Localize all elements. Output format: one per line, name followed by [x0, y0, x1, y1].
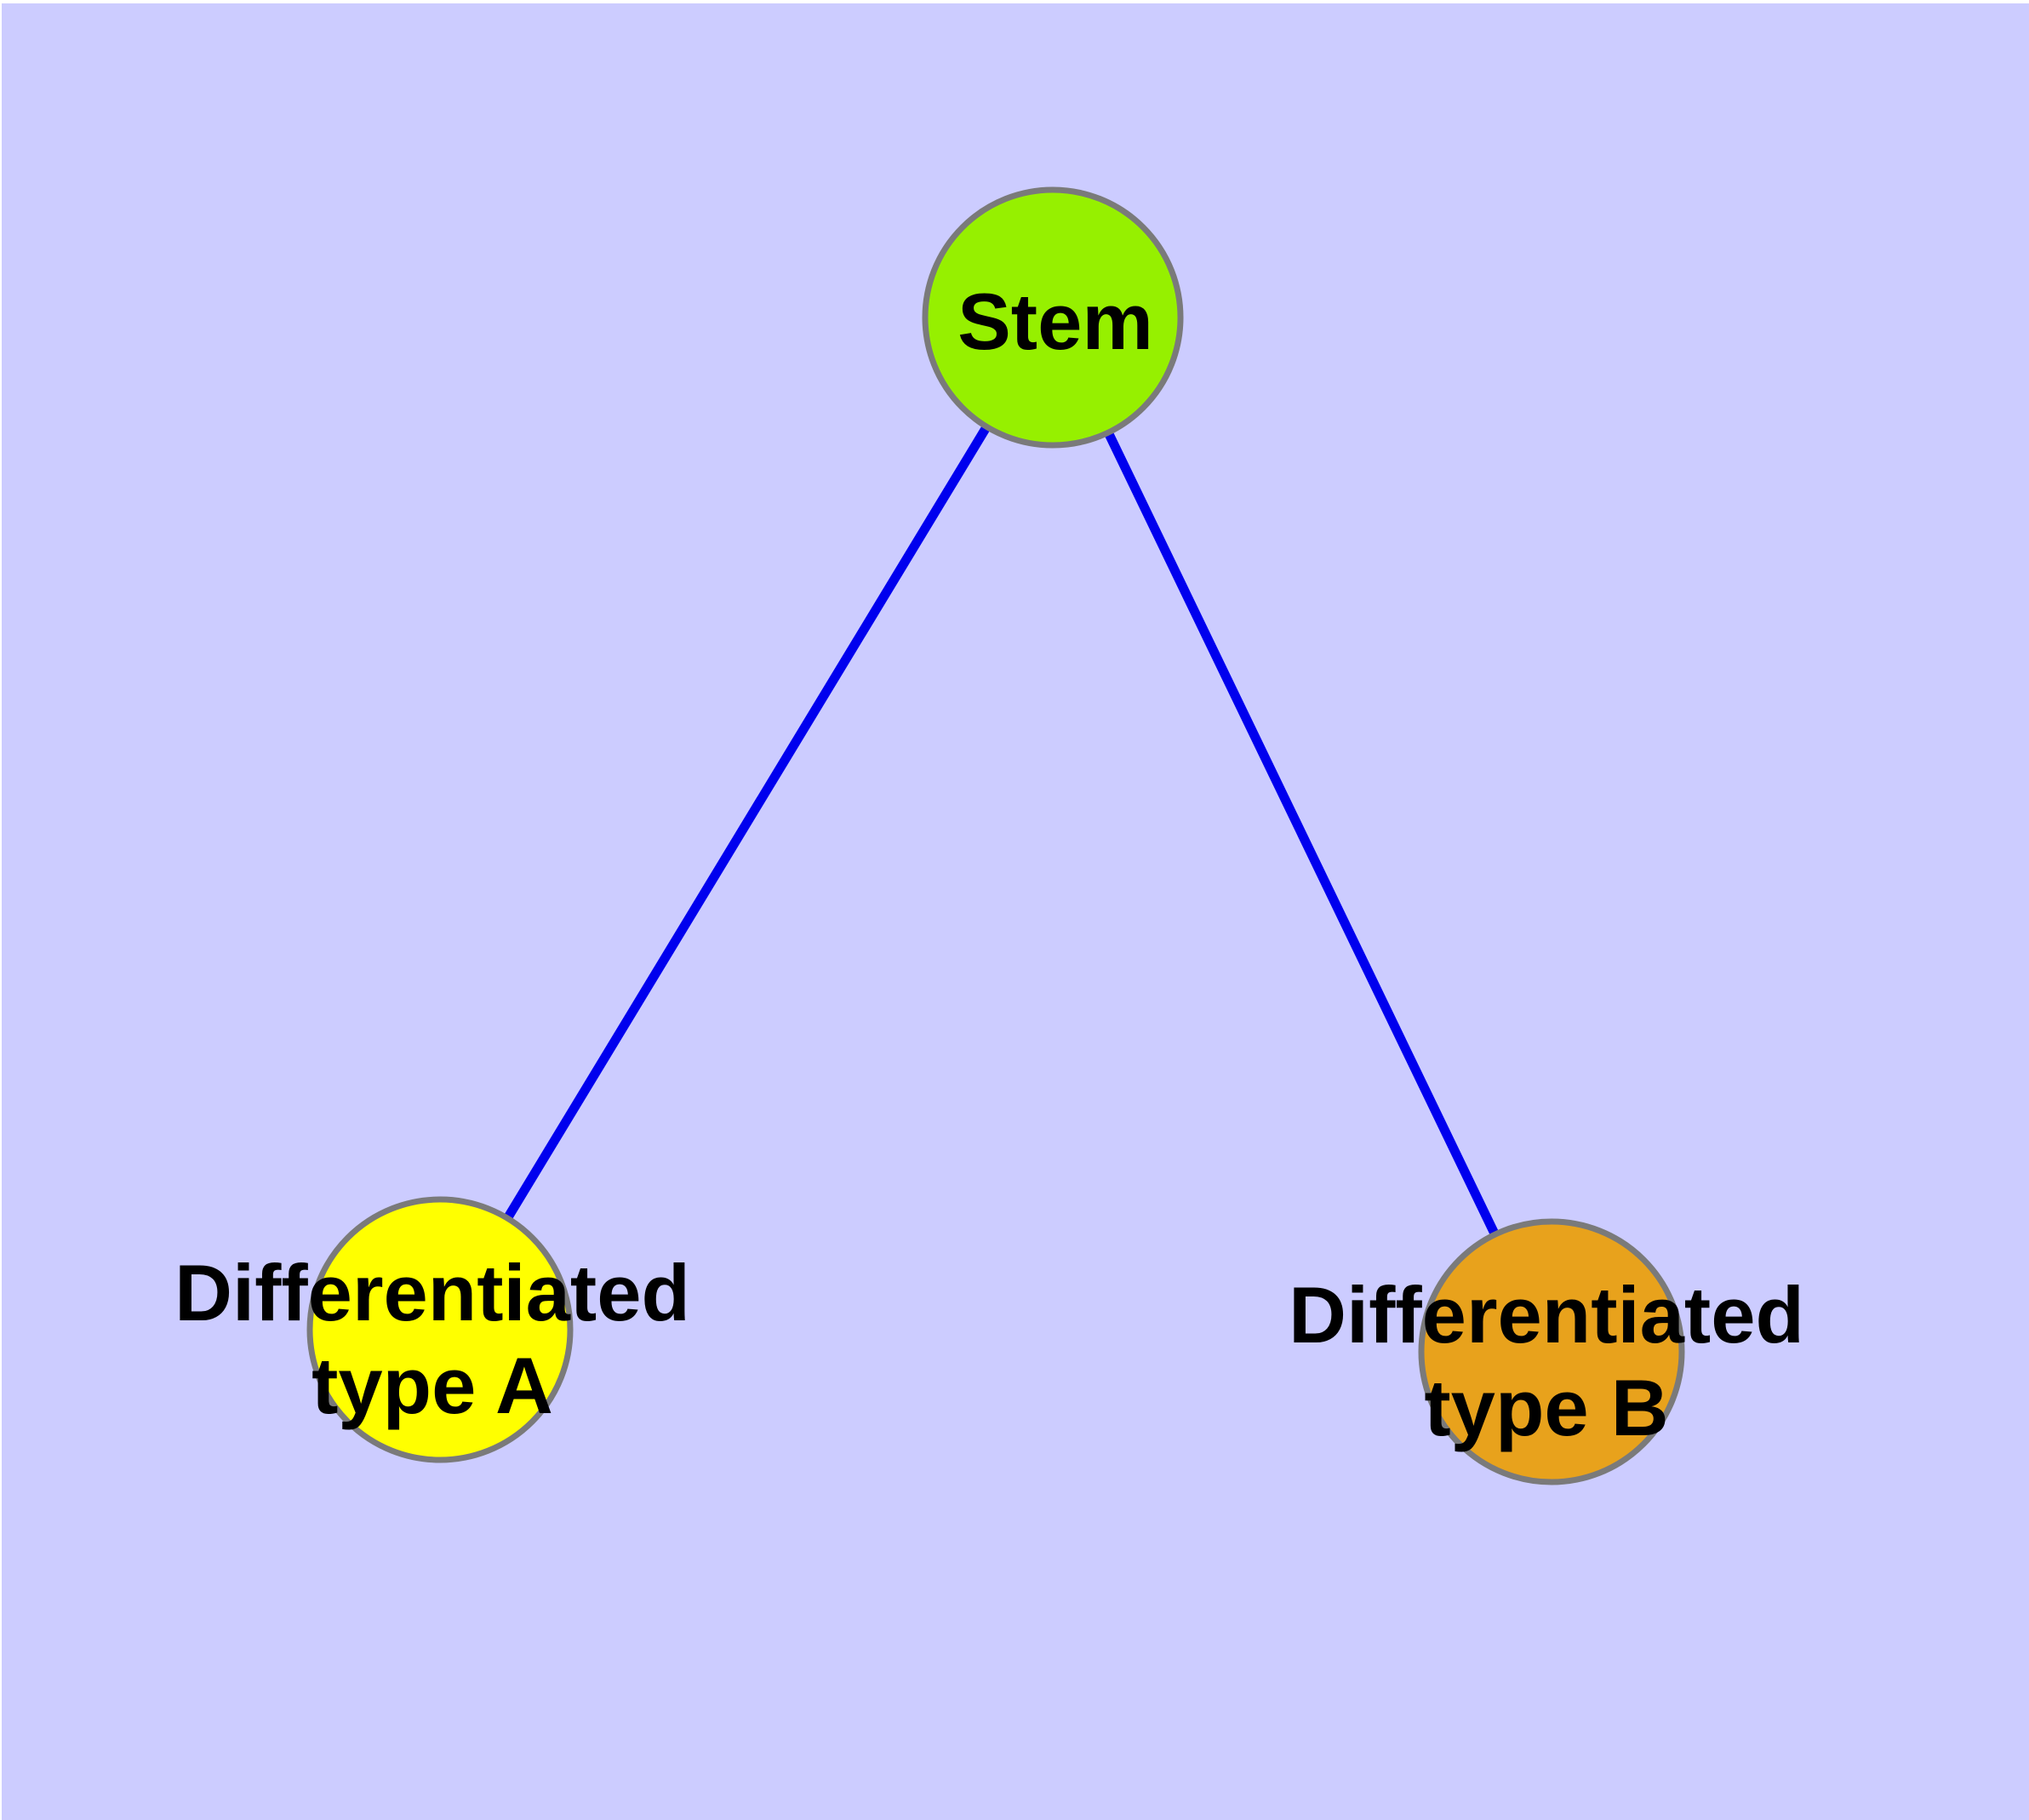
node-stem-circle	[922, 186, 1184, 449]
node-type-a-label-line2: type A	[311, 1341, 553, 1430]
node-type-b-label-line1: Differentiated	[1289, 1270, 1804, 1359]
node-type-b-circle	[1418, 1218, 1685, 1485]
node-differentiated-type-a: Differentiated type A	[174, 1196, 690, 1463]
node-type-a-label-line1: Differentiated	[174, 1248, 690, 1337]
node-type-b-label-line2: type B	[1424, 1363, 1668, 1452]
node-stem-label: Stem	[957, 277, 1153, 366]
edge-stem-to-type-b	[1049, 315, 1556, 1354]
node-differentiated-type-b: Differentiated type B	[1289, 1218, 1804, 1485]
edge-stem-to-type-a	[436, 315, 1057, 1332]
node-type-a-circle	[306, 1196, 574, 1463]
node-stem: Stem	[922, 186, 1184, 449]
